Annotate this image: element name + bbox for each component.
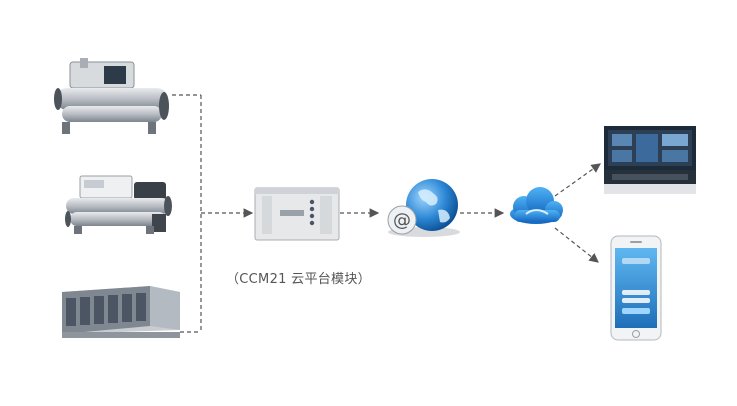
- connectors: [172, 94, 601, 333]
- ccm21-module-icon: [254, 187, 340, 241]
- globe-at-icon: @: [387, 179, 460, 237]
- centrifugal-chiller-icon: [54, 58, 169, 134]
- screw-chiller-icon: [65, 175, 172, 234]
- smartphone-app-icon: [610, 235, 662, 341]
- connector-cloud-to-monitor: [554, 163, 601, 197]
- svg-text:@: @: [393, 210, 411, 231]
- cloud-icon: [510, 187, 563, 224]
- connector-cloud-to-phone: [554, 227, 599, 263]
- module-caption: （CCM21 云平台模块）: [226, 272, 371, 287]
- control-center-screen-icon: [604, 126, 696, 194]
- air-cooled-chiller-icon: [62, 286, 180, 338]
